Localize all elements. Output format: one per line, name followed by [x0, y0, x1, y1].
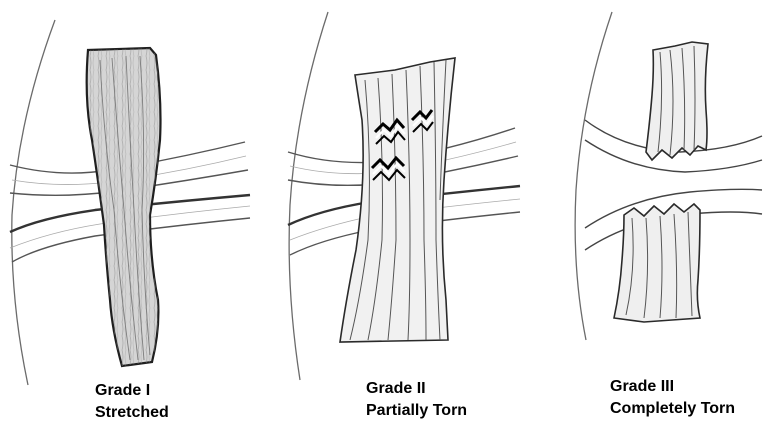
ligament-lower-stump: [614, 204, 700, 322]
caption-grade-3: Grade III Completely Torn: [610, 376, 735, 420]
grade-description: Completely Torn: [610, 398, 735, 420]
grade-label: Grade II: [366, 378, 467, 400]
bone-outline: [575, 12, 612, 340]
panel-grade-1: [10, 20, 250, 385]
grade-description: Partially Torn: [366, 400, 467, 422]
ligament-upper-stump: [646, 42, 708, 160]
bone-outline: [289, 12, 328, 380]
grade-label: Grade III: [610, 376, 735, 398]
grade-description: Stretched: [95, 402, 169, 424]
bone-outline: [12, 20, 55, 385]
panel-grade-2: [288, 12, 520, 380]
panel-grade-3: [575, 12, 762, 340]
caption-grade-1: Grade I Stretched: [95, 380, 169, 424]
caption-grade-2: Grade II Partially Torn: [366, 378, 467, 422]
grade-label: Grade I: [95, 380, 169, 402]
